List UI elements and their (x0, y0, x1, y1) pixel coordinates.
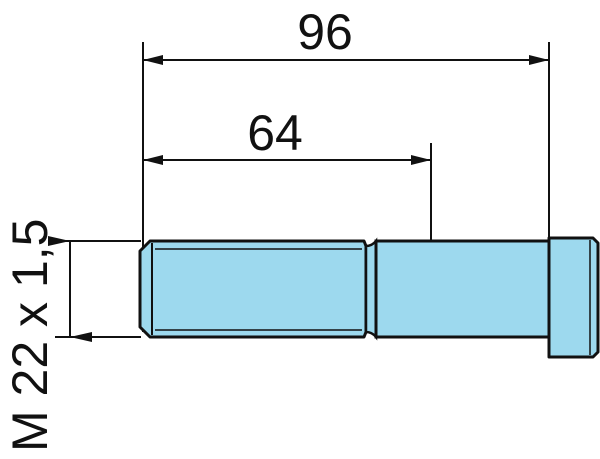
threaded-section (138, 239, 368, 339)
shank-section (374, 239, 551, 339)
overall-length-label: 96 (297, 4, 353, 60)
bolt-part (138, 236, 600, 359)
thread-spec-label: M 22 x 1,5 (2, 219, 58, 452)
thread-length-label: 64 (247, 105, 303, 161)
bolt-head (547, 236, 600, 359)
